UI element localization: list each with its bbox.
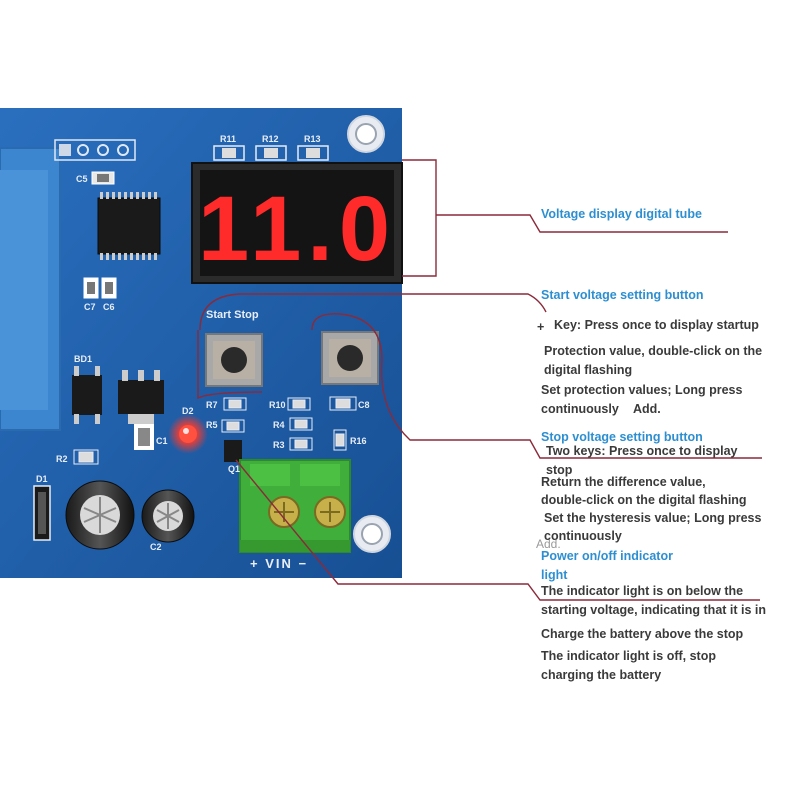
display-digit-text: 11.0 — [198, 178, 396, 280]
label-c1: C1 — [156, 436, 168, 446]
start-button-annotation: Start voltage setting button — [541, 288, 704, 302]
label-c8: C8 — [358, 400, 370, 410]
label-r4: R4 — [273, 420, 285, 430]
voltage-regulator — [118, 370, 164, 424]
label-r11: R11 — [220, 134, 236, 144]
voltage-display-annotation: Voltage display digital tube — [541, 207, 702, 221]
top-resistors — [213, 145, 329, 161]
label-r16: R16 — [350, 436, 367, 446]
start-plus: + — [537, 320, 545, 334]
label-r2: R2 — [56, 454, 68, 464]
power-desc-5: charging the battery — [541, 668, 662, 682]
power-desc-1: The indicator light is on below the — [541, 584, 744, 598]
power-desc-4: The indicator light is off, stop — [541, 649, 716, 663]
capacitor-small — [141, 489, 195, 543]
label-q1: Q1 — [228, 464, 240, 474]
label-r7: R7 — [206, 400, 218, 410]
label-r10: R10 — [269, 400, 286, 410]
label-start-stop: Start Stop — [206, 309, 259, 321]
start-desc-5: continuously — [541, 402, 619, 416]
mount-hole-bottom — [353, 515, 391, 553]
start-button[interactable] — [205, 333, 263, 387]
label-c6: C6 — [103, 302, 115, 312]
capacitor-large — [65, 480, 135, 550]
mount-hole-top — [347, 115, 385, 153]
start-desc-2: Protection value, double-click on the — [544, 344, 763, 358]
vin-terminal-block[interactable] — [239, 459, 351, 553]
label-bd1: BD1 — [74, 354, 92, 364]
label-r3: R3 — [273, 440, 285, 450]
label-c2: C2 — [150, 542, 162, 552]
power-desc-3: Charge the battery above the stop — [541, 627, 744, 641]
bridge-rectifier — [72, 366, 102, 424]
ic-chip — [97, 192, 161, 260]
start-add: Add. — [633, 402, 661, 416]
stop-button[interactable] — [321, 331, 379, 385]
label-d2: D2 — [182, 406, 194, 416]
label-r5: R5 — [206, 420, 218, 430]
voltage-display — [191, 162, 403, 284]
stop-add: Add. — [536, 537, 561, 551]
label-r12: R12 — [262, 134, 279, 144]
label-r13: R13 — [304, 134, 321, 144]
stop-button-annotation: Stop voltage setting button — [541, 430, 703, 444]
start-desc-3: digital flashing — [544, 363, 633, 377]
pin-header — [54, 139, 136, 161]
stop-desc-3: Return the difference value, — [541, 475, 706, 489]
stop-desc-5: Set the hysteresis value; Long press — [544, 511, 762, 525]
stop-desc-2: stop — [546, 463, 573, 477]
display-digits: 11.0 — [198, 178, 396, 280]
start-desc-4: Set protection values; Long press — [541, 383, 743, 397]
label-c7: C7 — [84, 302, 96, 312]
start-desc-1: Key: Press once to display startup — [554, 318, 759, 332]
stop-desc-4: double-click on the digital flashing — [541, 493, 747, 507]
label-d1: D1 — [36, 474, 48, 484]
power-desc-2: starting voltage, indicating that it is … — [541, 603, 767, 617]
power-indicator-annotation: Power on/off indicator — [541, 549, 673, 563]
stop-desc-6: continuously — [544, 529, 622, 543]
power-indicator-led — [168, 414, 208, 454]
label-vin: + VIN − — [250, 556, 308, 571]
leader-lines — [197, 159, 762, 601]
label-c5: C5 — [76, 174, 88, 184]
stop-desc-1: Two keys: Press once to display — [546, 444, 738, 458]
power-indicator-annotation-2: light — [541, 568, 568, 582]
